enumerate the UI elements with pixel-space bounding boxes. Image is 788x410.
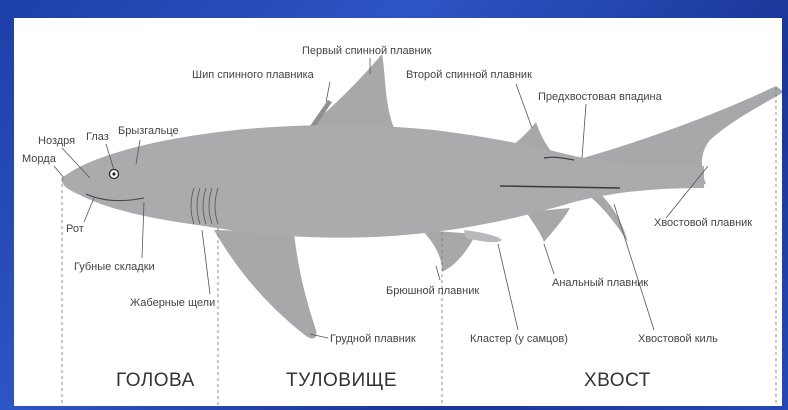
label-anal-fin: Анальный плавник — [552, 277, 648, 289]
label-precaudal-pit: Предхвостовая впадина — [538, 91, 663, 103]
leader-snout — [54, 166, 64, 178]
leader-dorsal-spine — [326, 82, 330, 102]
pectoral-fin-shape — [214, 230, 316, 338]
label-eye: Глаз — [86, 131, 109, 143]
section-head: ГОЛОВА — [116, 370, 195, 391]
label-pelvic-fin: Брюшной плавник — [386, 285, 479, 297]
label-gill-slits: Жаберные щели — [130, 297, 215, 309]
leader-second-dorsal — [516, 84, 532, 128]
label-caudal-fin: Хвостовой плавник — [654, 217, 752, 229]
first-dorsal-fin-shape — [310, 54, 394, 128]
label-snout: Морда — [22, 153, 57, 165]
shark-anatomy-diagram: Первый спинной плавник Шип спинного плав… — [14, 18, 782, 406]
leader-precaudal-pit — [582, 104, 586, 158]
label-dorsal-spine: Шип спинного плавника — [192, 69, 315, 81]
leader-clasper — [498, 244, 518, 330]
label-second-dorsal-fin: Второй спинной плавник — [406, 69, 532, 81]
leader-mouth — [84, 198, 94, 222]
label-nostril: Ноздря — [38, 135, 75, 147]
section-tail: ХВОСТ — [584, 370, 651, 391]
label-first-dorsal-fin: Первый спинной плавник — [302, 45, 432, 57]
shark-body-shape — [62, 125, 704, 238]
leader-pelvic — [436, 266, 440, 280]
diagram-panel: Первый спинной плавник Шип спинного плав… — [14, 18, 782, 406]
label-mouth: Рот — [66, 223, 84, 235]
section-labels: ГОЛОВА ТУЛОВИЩЕ ХВОСТ — [116, 370, 651, 391]
label-caudal-keel: Хвостовой киль — [638, 333, 718, 345]
label-spiracle: Брызгальце — [118, 125, 179, 137]
label-pectoral-fin: Грудной плавник — [330, 333, 416, 345]
eye-pupil — [112, 172, 115, 175]
leader-caudal-keel — [614, 204, 654, 330]
section-trunk: ТУЛОВИЩЕ — [286, 370, 397, 391]
label-labial-folds: Губные складки — [74, 261, 155, 273]
leader-anal — [544, 244, 554, 274]
leader-gill — [202, 230, 210, 294]
label-clasper: Кластер (у самцов) — [470, 333, 568, 345]
